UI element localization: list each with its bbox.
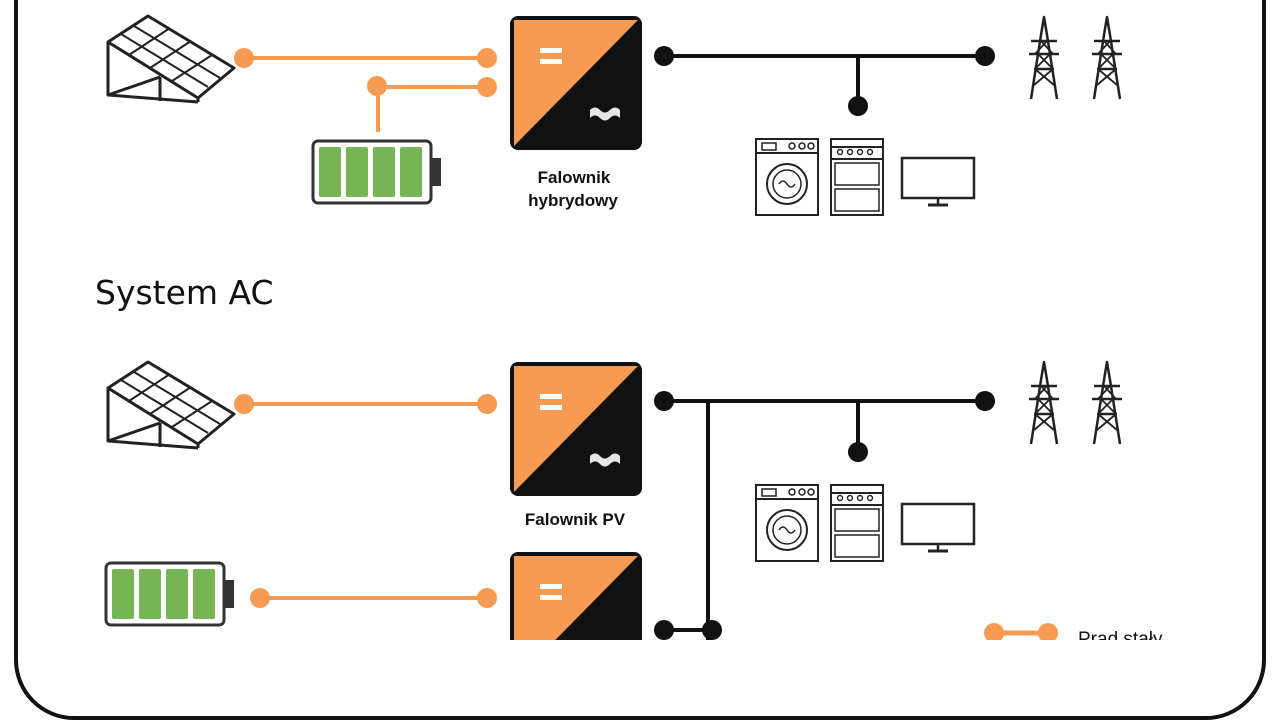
washing-machine-icon <box>755 138 819 216</box>
legend: Prąd stały <box>984 623 1163 640</box>
washing-machine-icon <box>755 484 819 562</box>
battery-icon <box>104 561 236 627</box>
ac-system: Falownik PV <box>104 360 1124 640</box>
legend-dc-label: Prąd stały <box>1078 629 1163 640</box>
solar-panel-icon <box>106 360 236 450</box>
stove-icon <box>830 138 884 216</box>
solar-panel-icon <box>106 14 236 104</box>
hybrid-system: Falownik hybrydowy <box>106 14 1124 216</box>
power-tower-icon <box>1027 15 1061 101</box>
dc-connection-lines <box>244 402 487 600</box>
hybrid-inverter-label-line1: Falownik <box>538 168 611 187</box>
inverter-icon <box>510 362 642 496</box>
pv-inverter-label: Falownik PV <box>525 510 626 529</box>
power-tower-icon <box>1090 15 1124 101</box>
battery-icon <box>311 139 443 205</box>
ac-connection-lines <box>664 54 985 106</box>
tv-monitor-icon <box>900 502 976 553</box>
dc-connection-dots <box>234 394 497 608</box>
power-tower-icon <box>1027 360 1061 446</box>
ac-connection-dots <box>654 391 995 640</box>
tv-monitor-icon <box>900 156 976 207</box>
hybrid-inverter-label-line2: hybrydowy <box>528 191 618 210</box>
stove-icon <box>830 484 884 562</box>
energy-system-diagram: Falownik hybrydowy System AC <box>95 14 1163 640</box>
dc-connection-lines <box>244 56 487 132</box>
ac-connection-dots <box>654 46 995 116</box>
section-title: System AC <box>95 273 274 312</box>
inverter-icon <box>510 552 642 640</box>
dc-connection-dots <box>234 48 497 97</box>
inverter-icon <box>510 16 642 150</box>
power-tower-icon <box>1090 360 1124 446</box>
